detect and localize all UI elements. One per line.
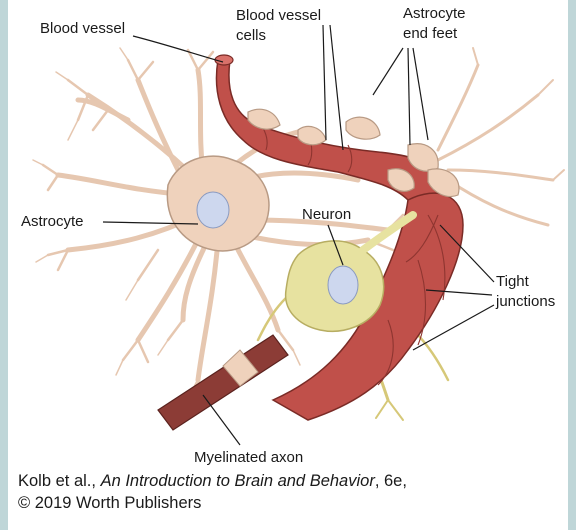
label-myelinated-axon: Myelinated axon [194,394,303,466]
label-text-line2: junctions [495,293,555,310]
label-astrocyte: Astrocyte [21,213,199,230]
label-astrocyte-end-feet: Astrocyte end feet [372,5,466,146]
caption-book-title: An Introduction to Brain and Behavior [100,472,375,490]
label-text: Myelinated axon [194,449,303,466]
neuron-nucleus [327,265,359,305]
caption-line1: Kolb et al., An Introduction to Brain an… [18,470,558,492]
label-text: Blood vessel [40,20,125,37]
figure-frame: Blood vessel Blood vessel cells Astrocyt… [8,0,568,530]
label-text: Astrocyte [21,213,84,230]
label-blood-vessel-cells: Blood vessel cells [236,7,344,151]
label-text-line1: Tight [496,273,530,290]
caption-authors: Kolb et al., [18,472,101,490]
figure-caption: Kolb et al., An Introduction to Brain an… [18,470,558,514]
label-blood-vessel: Blood vessel [40,20,224,63]
myelinated-axon [157,334,289,431]
astrocyte-nucleus [196,191,230,229]
astrocyte-end-feet [247,108,460,198]
neuron [284,211,417,332]
label-neuron: Neuron [302,206,351,266]
caption-edition: , 6e, [374,472,407,490]
caption-line2: © 2019 Worth Publishers [18,494,202,512]
right-astrocyte-processes [436,47,565,227]
label-text: Neuron [302,206,351,223]
astrocyte-diagram: Blood vessel Blood vessel cells Astrocyt… [21,5,565,466]
label-text-line1: Astrocyte [403,5,466,22]
label-text-line1: Blood vessel [236,7,321,24]
label-text-line2: end feet [403,25,458,42]
astrocyte-body [166,155,270,252]
label-text-line2: cells [236,27,266,44]
label-tight-junctions: Tight junctions [412,224,555,351]
